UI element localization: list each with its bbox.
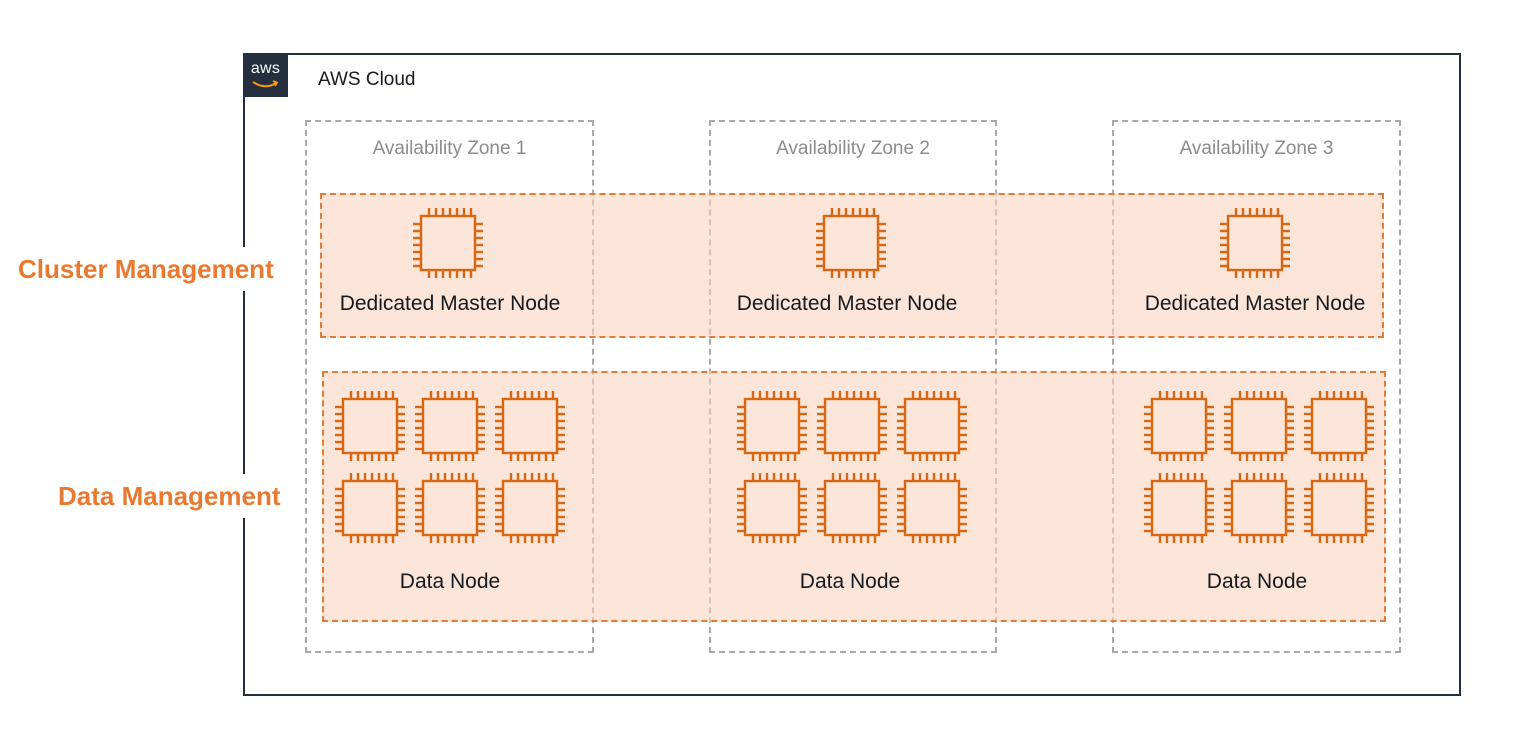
data-node-1-3-chip-icon [494,390,566,462]
data-node-3-3-chip-icon [1303,390,1375,462]
cloud-title: AWS Cloud [318,69,416,90]
data-node-3-4-chip-icon [1143,472,1215,544]
data-node-3-6-chip-icon [1303,472,1375,544]
data-node-3-5-chip-icon [1223,472,1295,544]
data-node-1-4-chip-icon [334,472,406,544]
data-node-label-2: Data Node [799,570,901,593]
data-node-2-2-chip-icon [816,390,888,462]
master-node-label-3: Dedicated Master Node [1144,292,1366,315]
master-node-label-1: Dedicated Master Node [339,292,561,315]
data-node-1-2-chip-icon [414,390,486,462]
data-node-1-5-chip-icon [414,472,486,544]
data-node-1-6-chip-icon [494,472,566,544]
data-node-2-5-chip-icon [816,472,888,544]
data-node-2-6-chip-icon [896,472,968,544]
data-node-1-1-chip-icon [334,390,406,462]
cluster-management-label: Cluster Management [18,247,274,291]
data-node-2-3-chip-icon [896,390,968,462]
master-node-3-chip-icon [1219,207,1291,279]
data-node-label-1: Data Node [399,570,501,593]
zone-label-3: Availability Zone 3 [1179,138,1334,159]
data-node-label-3: Data Node [1206,570,1308,593]
data-node-2-1-chip-icon [736,390,808,462]
data-management-label: Data Management [58,474,281,518]
master-node-1-chip-icon [412,207,484,279]
aws-logo-text: aws [250,60,281,77]
zone-label-1: Availability Zone 1 [372,138,527,159]
data-node-2-4-chip-icon [736,472,808,544]
data-node-3-2-chip-icon [1223,390,1295,462]
data-node-3-1-chip-icon [1143,390,1215,462]
aws-logo-icon: aws [243,53,288,97]
master-node-label-2: Dedicated Master Node [736,292,958,315]
zone-label-2: Availability Zone 2 [776,138,930,159]
master-node-2-chip-icon [815,207,887,279]
